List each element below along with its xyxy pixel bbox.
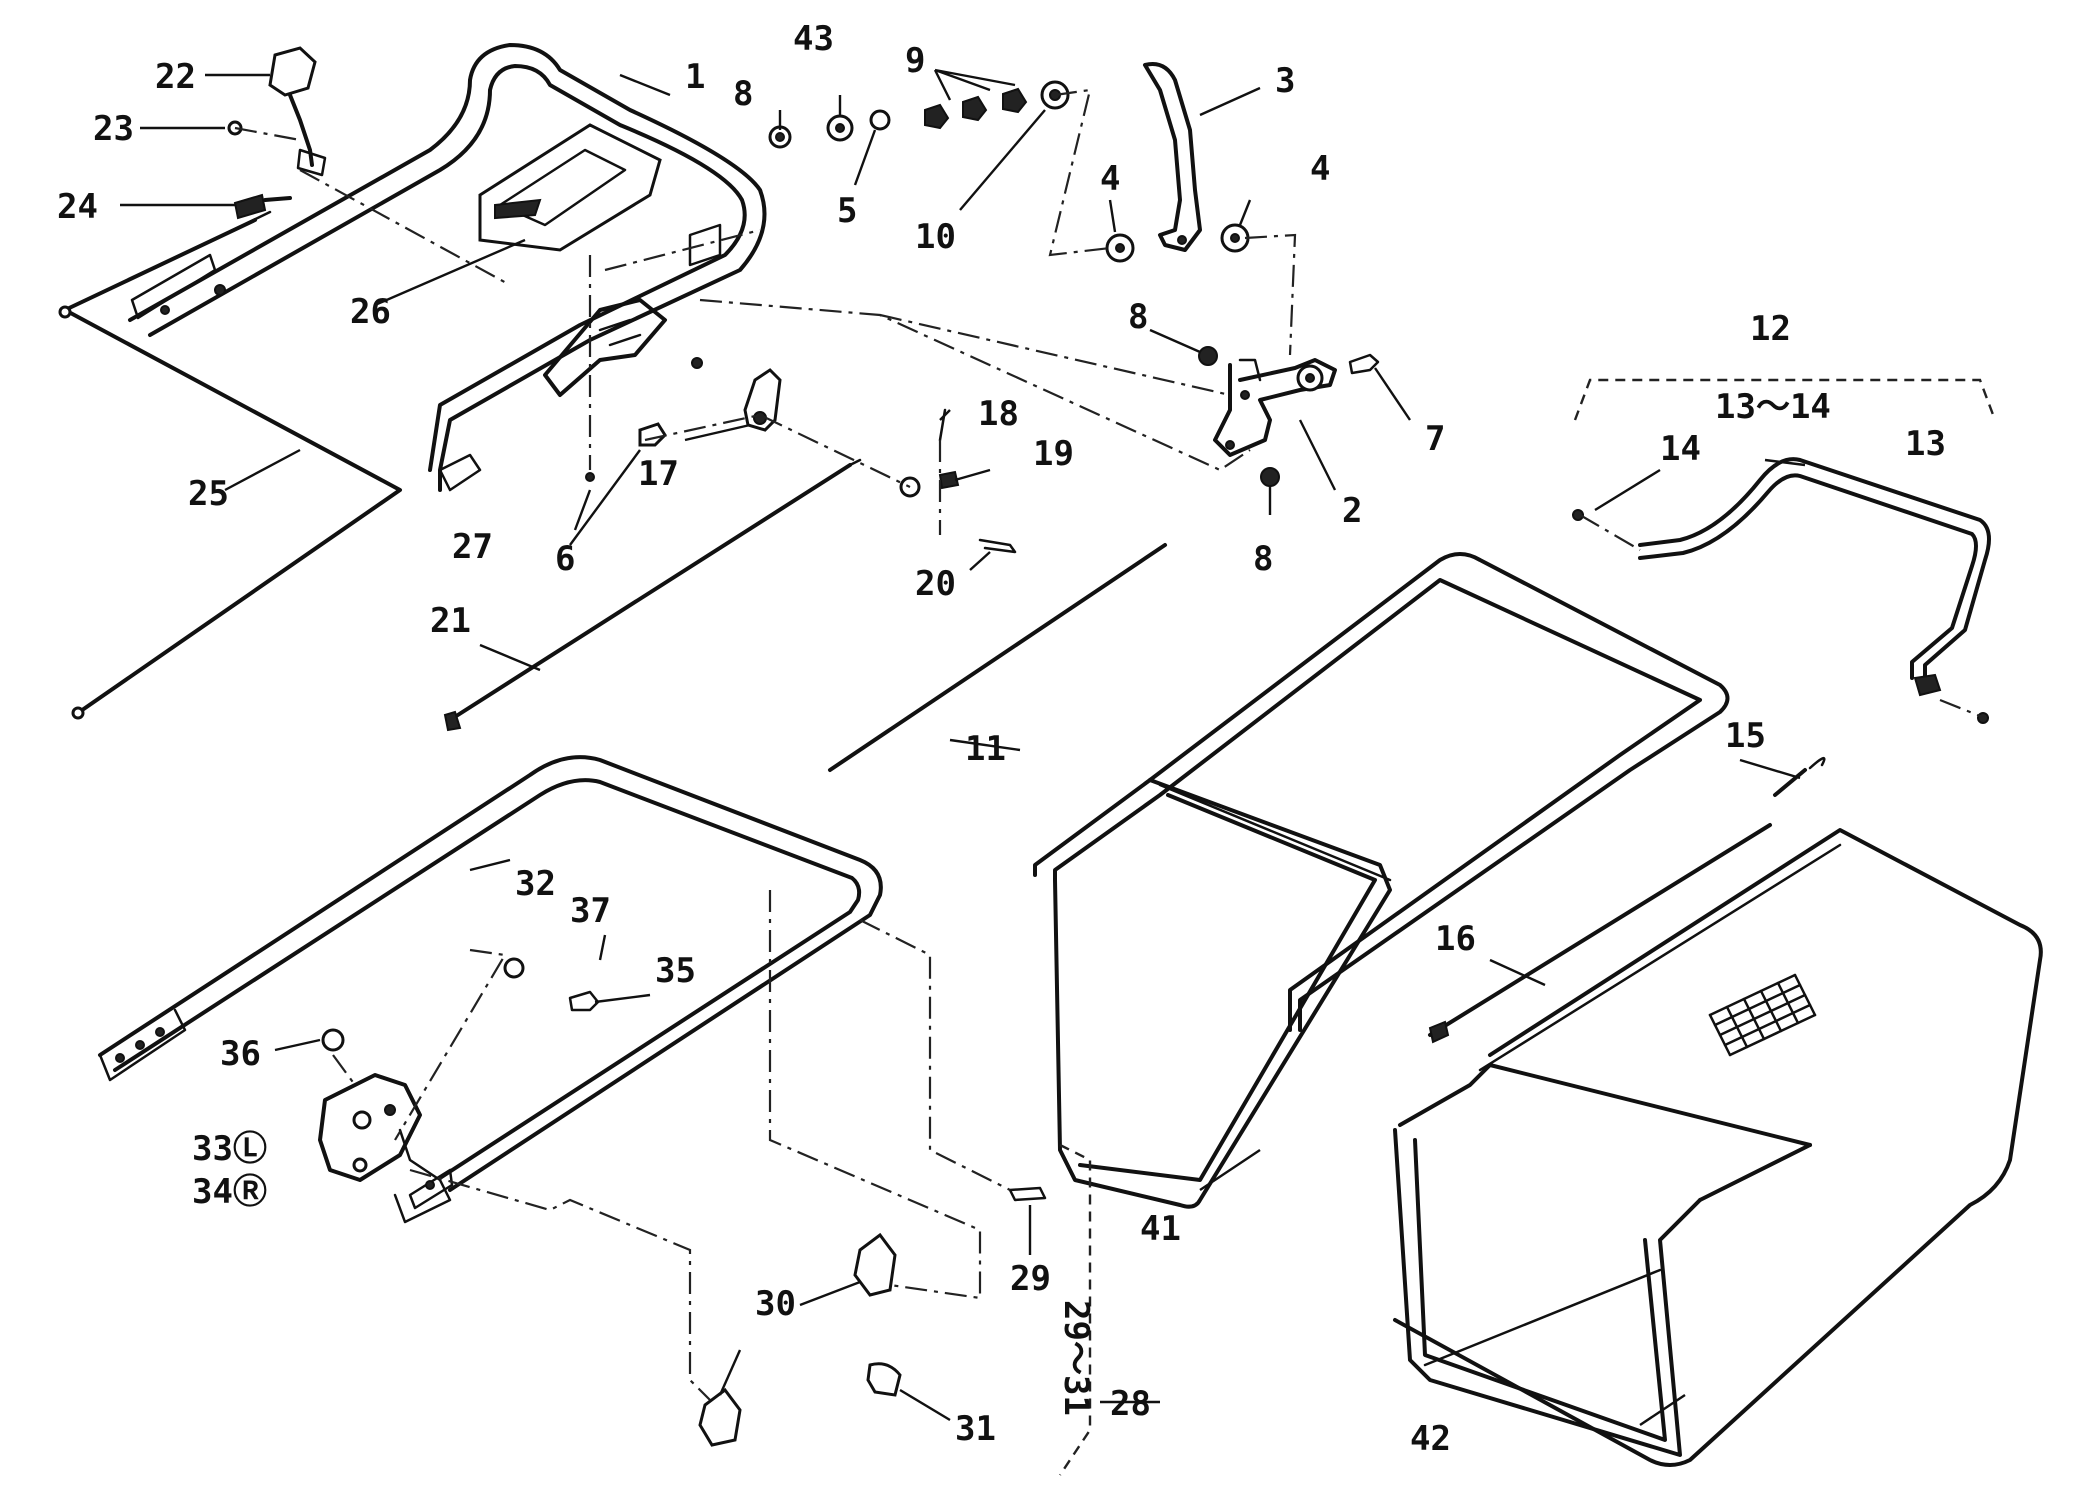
label-36: 36 bbox=[220, 1034, 261, 1074]
label-21: 21 bbox=[430, 601, 471, 641]
label-28: 28 bbox=[1110, 1384, 1151, 1424]
cam-17 bbox=[743, 368, 782, 432]
nut-8a bbox=[691, 357, 703, 369]
bolt-29 bbox=[1008, 1186, 1047, 1202]
label-16: 16 bbox=[1435, 919, 1476, 959]
washer-37 bbox=[503, 957, 525, 979]
label-1: 1 bbox=[685, 57, 705, 97]
label-4b: 4 bbox=[1310, 149, 1330, 189]
control-box bbox=[478, 123, 722, 267]
label-10: 10 bbox=[915, 217, 956, 257]
part-labels: 1 2 3 4 4 5 6 7 8 8 8 9 10 11 12 13～14 1… bbox=[57, 19, 1946, 1459]
grass-bag-42 bbox=[1393, 828, 2043, 1467]
label-7: 7 bbox=[1425, 419, 1445, 459]
knob-30 bbox=[698, 1232, 897, 1447]
label-37: 37 bbox=[570, 891, 611, 931]
lower-handle bbox=[98, 755, 883, 1210]
label-13-14: 13～14 bbox=[1715, 387, 1831, 427]
label-8c: 8 bbox=[1253, 539, 1273, 579]
spring-15 bbox=[1773, 757, 1826, 797]
label-29: 29 bbox=[1010, 1259, 1051, 1299]
label-34: 34Ⓡ bbox=[192, 1172, 267, 1212]
mesh-vent bbox=[1708, 973, 1817, 1057]
label-22: 22 bbox=[155, 57, 196, 97]
label-30: 30 bbox=[755, 1284, 796, 1324]
label-4a: 4 bbox=[1100, 159, 1120, 199]
label-42: 42 bbox=[1410, 1419, 1451, 1459]
washers-4 bbox=[1105, 223, 1250, 263]
label-43: 43 bbox=[793, 19, 834, 59]
label-35: 35 bbox=[655, 951, 696, 991]
control-lever bbox=[268, 46, 327, 177]
nut-8b bbox=[1198, 346, 1218, 366]
label-12: 12 bbox=[1750, 309, 1791, 349]
label-18: 18 bbox=[978, 394, 1019, 434]
label-15: 15 bbox=[1725, 716, 1766, 756]
nut-36 bbox=[321, 1028, 345, 1052]
assembly-lines bbox=[234, 88, 1986, 1401]
label-2: 2 bbox=[1342, 491, 1362, 531]
rod-16 bbox=[1428, 823, 1772, 1044]
label-8b: 8 bbox=[1128, 297, 1148, 337]
parts-18-20 bbox=[899, 408, 1017, 554]
label-31: 31 bbox=[955, 1409, 996, 1449]
bolt-7 bbox=[1348, 353, 1380, 375]
pin-27 bbox=[585, 472, 595, 482]
label-14: 14 bbox=[1660, 429, 1701, 469]
nut-8c bbox=[1260, 467, 1280, 487]
cable-21 bbox=[443, 458, 862, 732]
label-17: 17 bbox=[638, 454, 679, 494]
nut-31 bbox=[866, 1362, 902, 1397]
label-8a: 8 bbox=[733, 74, 753, 114]
lever-3 bbox=[1143, 62, 1202, 252]
label-29-31: 29～31 bbox=[1056, 1300, 1096, 1416]
bolt-6 bbox=[638, 422, 667, 447]
leader-lines bbox=[120, 68, 1806, 1426]
handle-bracket bbox=[543, 298, 667, 397]
side-plate bbox=[318, 1073, 452, 1224]
control-rod-25 bbox=[58, 210, 402, 720]
label-9: 9 bbox=[905, 41, 925, 81]
label-11: 11 bbox=[965, 729, 1006, 769]
label-23: 23 bbox=[93, 109, 134, 149]
group-brackets bbox=[1059, 378, 1997, 1476]
label-3: 3 bbox=[1275, 61, 1295, 101]
label-25: 25 bbox=[188, 474, 229, 514]
label-33: 33Ⓛ bbox=[192, 1129, 267, 1169]
bag-handle-13 bbox=[1572, 457, 1991, 724]
bolt-35 bbox=[568, 990, 600, 1012]
label-20: 20 bbox=[915, 564, 956, 604]
label-6: 6 bbox=[555, 539, 575, 579]
label-26: 26 bbox=[350, 292, 391, 332]
label-13: 13 bbox=[1905, 424, 1946, 464]
label-24: 24 bbox=[57, 187, 98, 227]
cable-11 bbox=[828, 543, 1167, 772]
label-5: 5 bbox=[837, 191, 857, 231]
label-19: 19 bbox=[1033, 434, 1074, 474]
bag-frame-41 bbox=[1033, 552, 1730, 1209]
upper-handle bbox=[128, 43, 767, 492]
spring-24 bbox=[233, 193, 292, 220]
label-27: 27 bbox=[452, 527, 493, 567]
label-41: 41 bbox=[1140, 1209, 1181, 1249]
bracket-2 bbox=[1213, 358, 1337, 457]
label-32: 32 bbox=[515, 864, 556, 904]
